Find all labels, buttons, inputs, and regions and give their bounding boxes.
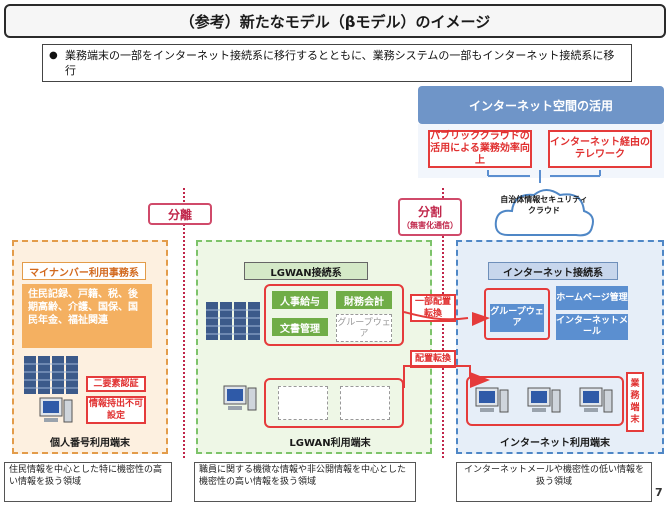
server-rack-icon [24,356,78,394]
homepage-management: ホームページ管理 [556,286,628,310]
no-export-setting-label: 情報持出不可設定 [86,396,146,424]
internet-mail: インターネットメール [556,314,628,340]
page-title: （参考）新たなモデル（βモデル）のイメージ [4,4,666,38]
mynumber-terminal-caption: 個人番号利用端末 [50,438,130,449]
internet-groupware: グループウェア [490,304,544,332]
security-cloud-label: 自治体情報セキュリティクラウド [500,195,588,215]
internet-pc-icon-3 [579,387,613,413]
lgwan-server-icon [206,302,260,340]
cloud-icon [494,189,594,237]
internet-terminal-frame [466,376,624,426]
pc-terminal-icon [39,397,73,423]
two-factor-auth-label: 二要素認証 [86,376,146,392]
lgwan-terminal-frame [264,378,404,428]
internet-zone-tag: インターネット接続系 [488,262,618,280]
internet-pc-icon-2 [527,387,561,413]
telework-box: インターネット経由のテレワーク [548,130,652,168]
internet-terminal-caption: インターネット利用端末 [500,438,610,449]
separation-divider [183,188,185,458]
groupware-ghost-box: グループウェア [336,314,392,342]
split-sub-label: （無害化通信） [402,221,458,230]
public-cloud-box: パブリッククラウドの活用による業務効率向上 [428,130,532,168]
split-label-box: 分割 （無害化通信） [398,198,462,236]
internet-groupware-frame [484,288,550,340]
business-terminal-label: 業務端末 [626,372,644,432]
finance-system: 財務会計 [336,291,392,309]
page-number: 7 [655,486,663,499]
internet-footer: インターネットメールや機密性の低い情報を扱う領域 [456,462,652,502]
split-divider [442,188,444,458]
internet-pc-icon-1 [475,387,509,413]
mynumber-footer: 住民情報を中心とした特に機密性の高い情報を扱う領域 [4,462,172,502]
mynumber-zone-tag: マイナンバー利用事務系 [22,262,146,280]
terminal-placeholder-2 [340,386,390,420]
split-label: 分割 [417,205,442,219]
mynumber-info-box: 住民記録、戸籍、税、後期高齢、介護、国保、国民年金、福祉関連 [22,284,152,348]
payroll-system: 人事給与 [272,291,328,309]
lgwan-pc-icon [223,385,257,411]
terminal-placeholder-1 [278,386,328,420]
internet-space-title: インターネット空間の活用 [418,86,664,124]
lgwan-systems-frame [264,284,404,346]
lgwan-zone-tag: LGWAN接続系 [244,262,368,280]
lgwan-footer: 職員に関する機微な情報や非公開情報を中心とした機密性の高い情報を扱う領域 [194,462,416,502]
lgwan-terminal-caption: LGWAN利用端末 [289,438,371,449]
document-system: 文書管理 [272,318,328,336]
summary-text: 業務端末の一部をインターネット接続系に移行するとともに、業務システムの一部もイン… [42,44,632,82]
separation-label: 分離 [148,203,212,225]
